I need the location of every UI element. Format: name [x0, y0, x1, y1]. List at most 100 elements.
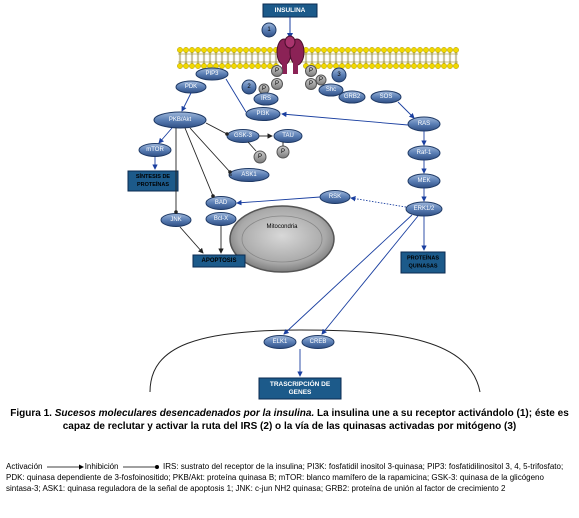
svg-text:P: P [319, 77, 323, 83]
svg-text:PDK: PDK [185, 84, 197, 90]
svg-text:2: 2 [247, 84, 251, 90]
lipid-head [327, 47, 333, 53]
svg-text:PI3K: PI3K [256, 111, 269, 117]
lipid-head [243, 47, 249, 53]
lipid-head [381, 47, 387, 53]
lipid-head [441, 63, 447, 69]
svg-text:TRASCRIPCIÓN DE: TRASCRIPCIÓN DE [270, 379, 331, 388]
svg-text:ASK1: ASK1 [241, 172, 257, 178]
caption-lead: Figura 1. [10, 408, 55, 419]
node-mtor [138, 143, 172, 157]
lipid-head [195, 47, 201, 53]
svg-text:GENES: GENES [289, 389, 312, 396]
mitochondria-label: Mitocondria [266, 224, 298, 230]
svg-text:1: 1 [267, 27, 271, 33]
svg-text:ERK1/2: ERK1/2 [414, 206, 435, 212]
box-transcripcion-genes [258, 377, 342, 400]
lipid-head [261, 47, 267, 53]
lipid-head [267, 63, 273, 69]
lipid-head [399, 63, 405, 69]
figure-caption: Figura 1. Sucesos moleculares desencaden… [10, 408, 569, 433]
caption-italic: Sucesos moleculares desencadenados por l… [54, 408, 315, 419]
lipid-head [411, 63, 417, 69]
lipid-head [261, 63, 267, 69]
lipid-head [315, 47, 321, 53]
legend-definitions: IRS: sustrato del receptor de la insulin… [6, 462, 564, 493]
pathway-arrows [152, 78, 427, 377]
phosphate-icon [271, 65, 283, 77]
lipid-head [447, 47, 453, 53]
lipid-head [183, 63, 189, 69]
mitochondria [229, 205, 335, 273]
svg-text:GRB2: GRB2 [344, 94, 361, 100]
lipid-head [201, 63, 207, 69]
lipid-head [237, 63, 243, 69]
node-irs [253, 92, 279, 106]
step-2-badge [241, 79, 257, 95]
lipid-head [237, 47, 243, 53]
lipid-head [189, 47, 195, 53]
box-proteinas-quinasas [400, 251, 446, 274]
lipid-head [417, 47, 423, 53]
lipid-head [351, 47, 357, 53]
svg-text:SOS: SOS [380, 94, 393, 100]
svg-text:PROTEÍNAS: PROTEÍNAS [137, 180, 169, 188]
svg-text:P: P [275, 68, 279, 74]
phosphate-icon [305, 78, 317, 90]
svg-text:Bcl-X: Bcl-X [214, 216, 228, 222]
lipid-head [225, 47, 231, 53]
svg-text:PKB/Akt: PKB/Akt [169, 117, 192, 123]
lipid-head [243, 63, 249, 69]
svg-text:Shc: Shc [326, 87, 336, 93]
lipid-head [399, 47, 405, 53]
lipid-head [249, 47, 255, 53]
lipid-head [375, 63, 381, 69]
svg-text:TAU: TAU [282, 133, 294, 139]
inhibition-line-icon [122, 464, 159, 469]
step-1-badge [261, 22, 277, 38]
legend-inhibicion: Inhibición [84, 462, 119, 471]
lipid-head [357, 63, 363, 69]
lipid-head [231, 47, 237, 53]
svg-text:P: P [309, 68, 313, 74]
lipid-head [435, 63, 441, 69]
lipid-head [345, 63, 351, 69]
svg-text:MEK: MEK [417, 178, 430, 184]
node-bad [205, 196, 237, 210]
cell-membrane [177, 47, 459, 69]
svg-text:P: P [262, 86, 266, 92]
svg-text:SÍNTESIS DE: SÍNTESIS DE [136, 172, 171, 180]
activation-arrow-icon [46, 464, 84, 470]
lipid-head [339, 47, 345, 53]
svg-text:ELK1: ELK1 [273, 339, 288, 345]
lipid-head [369, 63, 375, 69]
lipid-head [453, 47, 459, 53]
insulin-signaling-diagram: INSULINA 1 2 3 P P P P P P PIP3 PDK IRS … [127, 3, 481, 400]
lipid-head [255, 47, 261, 53]
box-sintesis-proteinas [127, 170, 179, 192]
lipid-head [405, 47, 411, 53]
svg-text:mTOR: mTOR [146, 147, 164, 153]
svg-text:Raf-1: Raf-1 [417, 150, 432, 156]
lipid-head [255, 63, 261, 69]
lipid-head [429, 47, 435, 53]
lipid-head [363, 63, 369, 69]
legend-block: Activación Inhibición IRS: sustrato del … [6, 461, 574, 494]
insulina-label: INSULINA [275, 7, 306, 14]
lipid-head [357, 47, 363, 53]
svg-text:P: P [258, 154, 262, 160]
node-bcl-x [205, 212, 237, 226]
lipid-head [309, 47, 315, 53]
legend-activacion: Activación [6, 462, 43, 471]
lipid-head [453, 63, 459, 69]
lipid-head [375, 47, 381, 53]
lipid-head [441, 47, 447, 53]
lipid-head [231, 63, 237, 69]
svg-text:CREB: CREB [310, 339, 327, 345]
svg-text:PROTEÍNAS: PROTEÍNAS [407, 254, 439, 262]
lipid-head [213, 47, 219, 53]
lipid-head [267, 47, 273, 53]
lipid-head [363, 47, 369, 53]
caption-rest: La insulina une a su receptor activándol… [62, 408, 569, 432]
lipid-head [321, 47, 327, 53]
